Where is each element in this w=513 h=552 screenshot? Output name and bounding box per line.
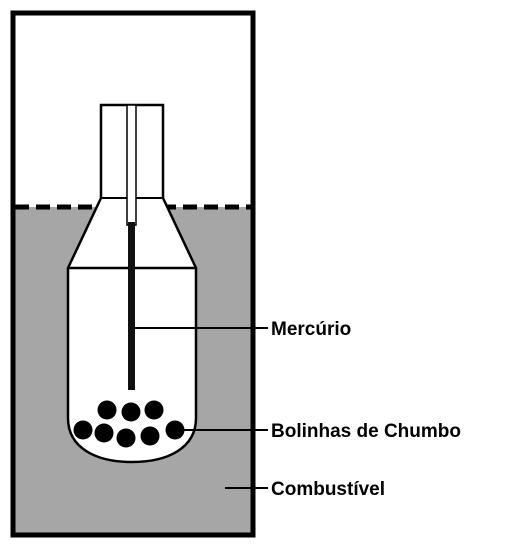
lead-ball xyxy=(144,400,164,420)
lead-ball xyxy=(121,402,141,422)
lead-ball xyxy=(165,420,185,440)
lead-ball xyxy=(140,426,160,446)
lead-ball xyxy=(94,423,114,443)
lead-ball xyxy=(97,400,117,420)
lead-ball xyxy=(73,420,93,440)
fuel-label: Combustível xyxy=(271,479,385,500)
mercury-label: Mercúrio xyxy=(271,319,351,340)
lead-ball xyxy=(116,428,136,448)
lead-balls xyxy=(73,400,185,448)
container-border xyxy=(10,10,256,538)
capillary-tube xyxy=(126,104,137,226)
mercury-column xyxy=(128,222,135,390)
lead-balls-label: Bolinhas de Chumbo xyxy=(271,421,461,442)
